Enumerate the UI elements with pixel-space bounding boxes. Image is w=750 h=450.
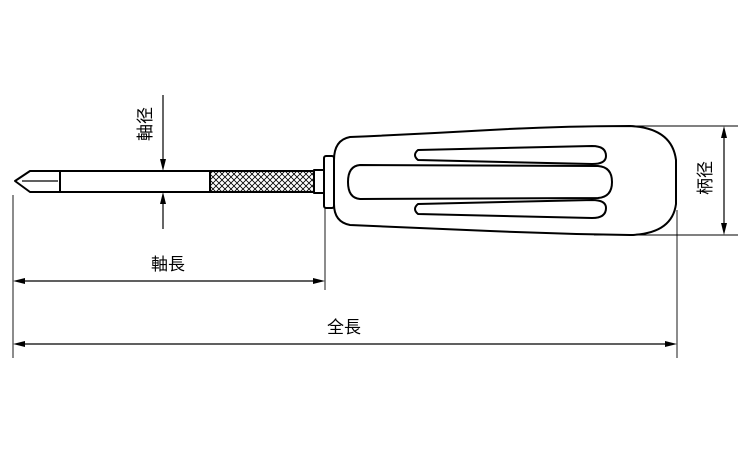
shaft-diameter-label: 軸径 xyxy=(136,107,156,141)
handle-diameter-dimension: 柄径 xyxy=(594,125,738,236)
overall-length-dimension: 全長 xyxy=(13,210,678,358)
handle-groove-bottom xyxy=(414,199,607,219)
handle-diameter-label: 柄径 xyxy=(696,161,716,195)
handle-ferrule xyxy=(323,155,335,209)
handle-groove-mid xyxy=(347,164,613,200)
screwdriver xyxy=(14,125,677,236)
shaft-length-label: 軸長 xyxy=(151,255,185,275)
shaft-collar xyxy=(313,169,325,194)
shaft-length-dimension: 軸長 xyxy=(12,195,326,358)
shaft-diameter-dimension: 軸径 xyxy=(136,95,166,229)
shaft xyxy=(59,170,211,193)
overall-length-label: 全長 xyxy=(327,318,361,338)
handle-groove-top xyxy=(414,145,607,165)
knurled-section xyxy=(209,170,315,193)
